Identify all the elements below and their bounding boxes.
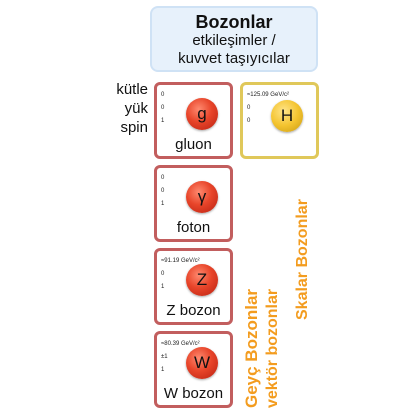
w-boson-values: ≈80.39 GeV/c² ±1 1 xyxy=(161,338,200,377)
property-spin-label: spin xyxy=(120,119,148,136)
photon-values: 0 0 1 xyxy=(161,172,164,211)
z-boson-card: ≈91.19 GeV/c² 0 1 Z Z bozon xyxy=(154,248,233,325)
z-boson-symbol-ball: Z xyxy=(186,264,218,296)
higgs-symbol-ball: H xyxy=(271,100,303,132)
z-boson-charge: 0 xyxy=(161,271,165,277)
bosons-header: Bozonlar etkileşimler / kuvvet taşıyıcıl… xyxy=(150,6,318,72)
w-boson-mass: ≈80.39 GeV/c² xyxy=(161,341,200,347)
photon-mass: 0 xyxy=(161,175,165,181)
z-boson-symbol: Z xyxy=(196,270,208,289)
photon-symbol: γ xyxy=(197,187,207,206)
property-legend: kütle yük spin xyxy=(90,80,148,137)
gauge-bosons-label: Geyç Bozonlar xyxy=(242,288,261,408)
gluon-spin: 1 xyxy=(161,118,165,124)
gluon-charge: 0 xyxy=(161,105,165,111)
higgs-spin: 0 xyxy=(247,118,251,124)
property-charge-label: yük xyxy=(124,100,148,117)
header-subtitle-line2: kuvvet taşıyıcılar xyxy=(178,50,290,67)
w-boson-card: ≈80.39 GeV/c² ±1 1 W W bozon xyxy=(154,331,233,408)
higgs-card: ≈125.09 GeV/c² 0 0 H xyxy=(240,82,319,159)
w-boson-spin: 1 xyxy=(161,367,165,373)
scalar-bosons-label: Skalar Bozonlar xyxy=(294,199,311,320)
z-boson-values: ≈91.19 GeV/c² 0 1 xyxy=(161,255,200,294)
higgs-mass: ≈125.09 GeV/c² xyxy=(247,92,289,98)
higgs-values: ≈125.09 GeV/c² 0 0 xyxy=(247,89,289,128)
z-boson-mass: ≈91.19 GeV/c² xyxy=(161,258,200,264)
gluon-name: gluon xyxy=(175,136,212,153)
higgs-symbol: H xyxy=(280,106,294,125)
w-boson-symbol-ball: W xyxy=(186,347,218,379)
gluon-symbol-ball: g xyxy=(186,98,218,130)
property-mass-label: kütle xyxy=(116,81,148,98)
w-boson-charge: ±1 xyxy=(161,354,168,360)
z-boson-spin: 1 xyxy=(161,284,165,290)
vector-bosons-label: vektör bozonlar xyxy=(264,288,281,408)
higgs-charge: 0 xyxy=(247,105,251,111)
photon-card: 0 0 1 γ foton xyxy=(154,165,233,242)
header-subtitle-line1: etkileşimler / xyxy=(192,32,276,49)
gluon-card: 0 0 1 g gluon xyxy=(154,82,233,159)
photon-spin: 1 xyxy=(161,201,165,207)
gluon-mass: 0 xyxy=(161,92,165,98)
photon-symbol-ball: γ xyxy=(186,181,218,213)
header-title: Bozonlar xyxy=(195,12,273,32)
photon-charge: 0 xyxy=(161,188,165,194)
w-boson-symbol: W xyxy=(193,353,211,372)
w-boson-name: W bozon xyxy=(163,385,224,402)
gluon-values: 0 0 1 xyxy=(161,89,164,128)
photon-name: foton xyxy=(176,219,211,236)
gluon-symbol: g xyxy=(197,104,207,123)
z-boson-name: Z bozon xyxy=(166,302,221,319)
